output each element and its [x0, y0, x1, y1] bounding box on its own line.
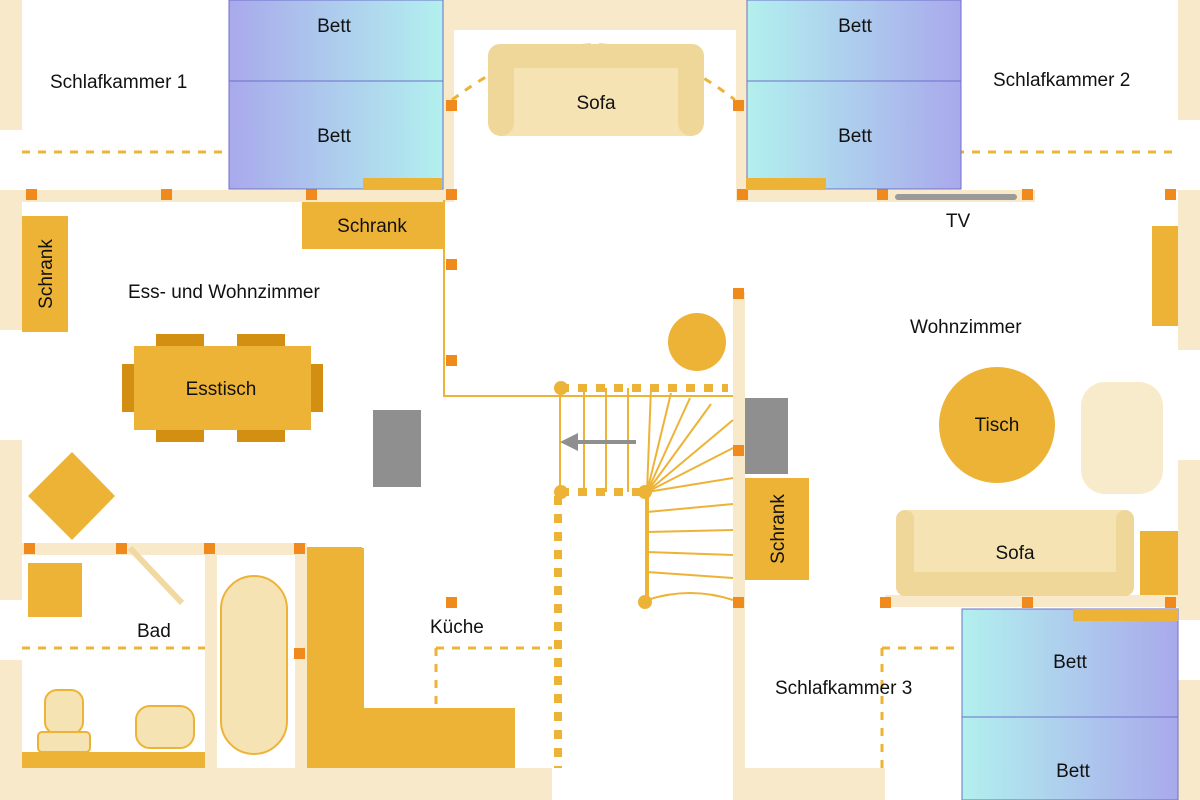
wardrobe-stair-label: Schrank — [768, 494, 789, 564]
bed-bedroom2-bottom — [746, 80, 962, 190]
window-markers — [24, 100, 1176, 659]
bed-label-6: Bett — [1056, 761, 1091, 782]
kitchen-counter — [307, 548, 550, 800]
armchair-living — [1081, 382, 1163, 494]
dining-table-label: Esstisch — [186, 379, 257, 400]
chimney-left — [373, 410, 421, 487]
sink — [135, 705, 195, 749]
wall-bottom-right — [745, 768, 885, 800]
bed-label-2: Bett — [317, 126, 352, 147]
dining-table: Esstisch — [122, 334, 323, 442]
sofa-hall: Sofa — [488, 44, 704, 136]
stair-arrow — [560, 433, 636, 451]
nightstand-bottom — [1073, 609, 1178, 621]
sofa-living: Sofa — [896, 510, 1134, 596]
side-cabinet-right — [1152, 226, 1178, 326]
tv-label: TV — [946, 211, 971, 232]
tv: TV — [895, 194, 1017, 232]
room-kitchen: Küche — [430, 617, 484, 638]
staircase — [554, 381, 734, 768]
room-bath: Bad — [137, 621, 171, 642]
beds: Bett Bett Bett Bett Bett Bett — [228, 0, 1179, 800]
nightstand-left — [363, 178, 442, 190]
wall-bath-inner — [205, 543, 217, 800]
bed-bedroom1-bottom — [228, 80, 444, 190]
bed-label-5: Bett — [1053, 652, 1088, 673]
round-table: Tisch — [939, 367, 1055, 483]
bathroom — [22, 452, 288, 768]
sofa-hall-label: Sofa — [576, 93, 616, 114]
thin-walls — [307, 200, 733, 549]
wardrobe-stair: Schrank — [745, 478, 809, 580]
outer-window-stripes — [0, 120, 1200, 680]
bed-bedroom1-top — [228, 0, 444, 82]
side-cabinet-right-lower — [1140, 531, 1178, 595]
wall-bath-divider — [295, 543, 307, 800]
wardrobe-left-label: Schrank — [36, 239, 57, 309]
bed-label-1: Bett — [317, 16, 352, 37]
bed-bedroom3-top — [961, 608, 1179, 718]
chimney-right — [745, 398, 788, 474]
wardrobe-top-label: Schrank — [337, 216, 407, 237]
bed-label-4: Bett — [838, 126, 873, 147]
bed-bedroom2-top — [746, 0, 962, 82]
wall-bedroom1-bottom — [22, 190, 452, 202]
wall-bath-top — [22, 543, 302, 555]
room-dining-living: Ess- und Wohnzimmer — [128, 282, 320, 303]
sofa-living-label: Sofa — [995, 543, 1035, 564]
wardrobe-left: Schrank — [22, 216, 68, 332]
room-bedroom3: Schlafkammer 3 — [775, 678, 912, 699]
round-table-label: Tisch — [975, 415, 1020, 436]
bed-bedroom3-bottom — [961, 716, 1179, 800]
room-bedroom2: Schlafkammer 2 — [993, 70, 1130, 91]
bathtub — [220, 575, 288, 755]
wall-stair-right — [733, 292, 745, 800]
plant — [668, 313, 726, 371]
wall-top-hall — [454, 0, 736, 30]
nightstand-right — [746, 178, 826, 190]
toilet — [37, 689, 91, 753]
bed-label-3: Bett — [838, 16, 873, 37]
room-bedroom1: Schlafkammer 1 — [50, 72, 187, 93]
room-living: Wohnzimmer — [910, 317, 1022, 338]
wardrobe-top: Schrank — [302, 202, 444, 249]
